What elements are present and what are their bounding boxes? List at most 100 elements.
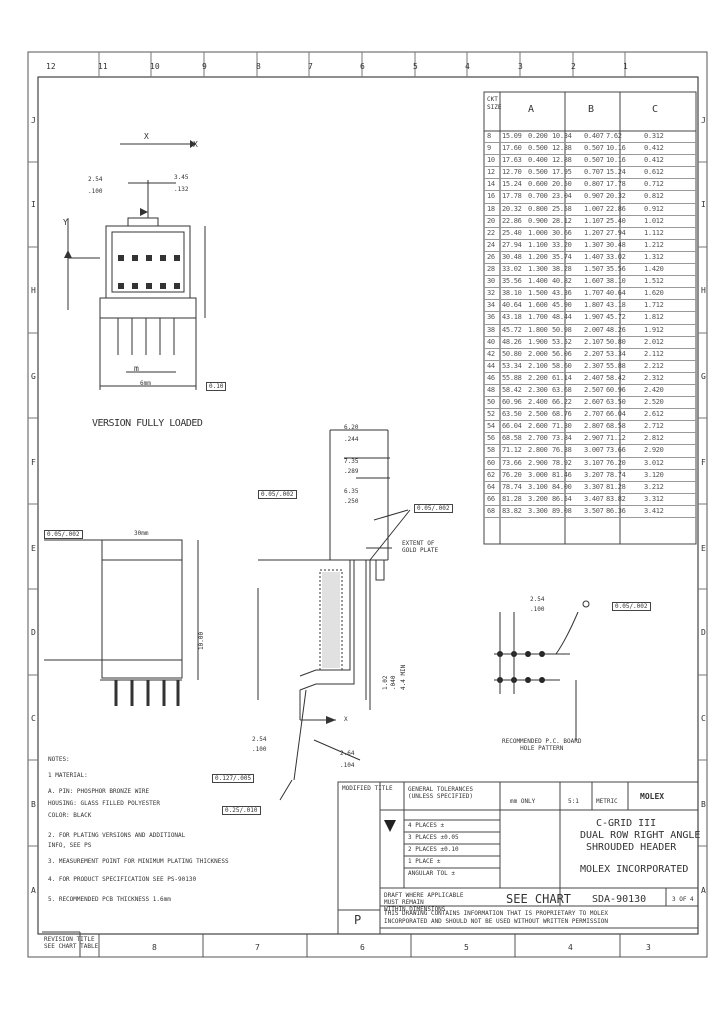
tolerance-frame-4: 0.127/.005 — [212, 774, 255, 783]
table-cell: 33.02 — [606, 252, 626, 261]
table-cell: 27.94 — [502, 240, 522, 249]
dim-104: .104 — [340, 762, 355, 769]
table-cell: 40.82 — [552, 277, 572, 286]
border-row-C: C — [31, 714, 36, 723]
table-header-a: A — [528, 104, 535, 115]
table-cell: 58.42 — [606, 373, 626, 382]
table-cell: 25.58 — [552, 204, 572, 213]
note-line: INFO, SEE PS — [48, 842, 92, 849]
table-cell: 2.000 — [528, 349, 548, 358]
border-col-10: 10 — [150, 62, 160, 71]
table-header-b: B — [588, 104, 595, 115]
table-cell: 0.707 — [584, 168, 604, 177]
table-cell: 43.36 — [552, 289, 572, 298]
table-cell: 1.300 — [528, 265, 548, 274]
table-cell: 2.212 — [644, 361, 664, 370]
table-cell: 48.26 — [606, 325, 626, 334]
table-cell: 12.88 — [552, 156, 572, 165]
table-cell: 15.09 — [502, 132, 522, 140]
table-cell: 0.500 — [528, 168, 548, 177]
table-cell: 0.412 — [644, 144, 664, 153]
table-cell: 3.012 — [644, 458, 664, 467]
scale-value: 5:1 — [568, 798, 579, 805]
border-col-12: 12 — [46, 62, 56, 71]
border-row-A-right: A — [701, 886, 706, 895]
border-col-11: 11 — [98, 62, 108, 71]
table-cell: 34 — [487, 301, 495, 310]
table-cell: 84.00 — [552, 482, 572, 491]
border-bottom-5: 5 — [464, 943, 469, 952]
view-x-mark: X — [344, 716, 348, 723]
table-cell: 2.300 — [528, 385, 548, 394]
note-line: HOUSING: GLASS FILLED POLYESTER — [48, 800, 160, 807]
table-cell: 14 — [487, 180, 495, 189]
table-cell: 27.94 — [606, 228, 626, 237]
table-cell: 1.900 — [528, 337, 548, 346]
table-cell: 62 — [487, 470, 495, 479]
dim-6mm: 6mm — [140, 380, 151, 387]
table-cell: 0.312 — [644, 132, 664, 140]
table-cell: 17.60 — [502, 144, 522, 153]
table-cell: 56 — [487, 434, 495, 443]
table-cell: 1.607 — [584, 277, 604, 286]
table-cell: 1.707 — [584, 289, 604, 298]
border-row-I-right: I — [701, 200, 706, 209]
table-cell: 2.807 — [584, 422, 604, 431]
dim-2-54: 2.54 — [88, 176, 103, 183]
note-line: 5. RECOMMENDED PCB THICKNESS 1.6mm — [48, 896, 171, 903]
table-cell: 76.20 — [502, 470, 522, 479]
dim-10-00: 10.00 — [198, 631, 205, 650]
table-cell: 17.78 — [606, 180, 626, 189]
table-cell: 50 — [487, 398, 495, 407]
table-cell: 43.18 — [502, 313, 522, 322]
table-cell: 0.912 — [644, 204, 664, 213]
tolerance-frame-3: 0.05/.002 — [414, 504, 453, 513]
border-col-2: 2 — [571, 62, 576, 71]
table-cell: 16 — [487, 192, 495, 201]
table-cell: 89.08 — [552, 506, 572, 515]
table-cell: 64 — [487, 482, 495, 491]
border-bottom-6: 6 — [360, 943, 365, 952]
border-col-5: 5 — [413, 62, 418, 71]
dim-4-4-min: 4.4 MIN — [400, 664, 407, 690]
border-row-F-right: F — [701, 458, 706, 467]
table-cell: 26 — [487, 252, 495, 261]
border-bottom-8: 8 — [152, 943, 157, 952]
table-cell: 17.63 — [502, 156, 522, 165]
table-cell: 1.507 — [584, 265, 604, 274]
general-tolerances-label: GENERAL TOLERANCES (UNLESS SPECIFIED) — [408, 786, 474, 800]
table-cell: 60.96 — [502, 398, 522, 407]
table-cell: 1.307 — [584, 240, 604, 249]
table-cell: 3.120 — [644, 470, 664, 479]
table-header-ckt: CKT SIZE — [487, 96, 502, 111]
table-cell: 0.507 — [584, 156, 604, 165]
table-cell: 1.312 — [644, 252, 664, 261]
table-cell: 0.412 — [644, 156, 664, 165]
table-cell: 61.14 — [552, 373, 572, 382]
table-cell: 3.000 — [528, 470, 548, 479]
table-cell: 40.64 — [606, 289, 626, 298]
table-cell: 2.207 — [584, 349, 604, 358]
table-cell: 66.04 — [606, 410, 626, 419]
table-cell: 23.04 — [552, 192, 572, 201]
table-cell: 3.100 — [528, 482, 548, 491]
table-cell: 0.507 — [584, 144, 604, 153]
table-cell: 63.50 — [502, 410, 522, 419]
border-col-1: 1 — [623, 62, 628, 71]
angular-tol: ANGULAR TOL ± — [408, 870, 455, 877]
table-cell: 20.32 — [606, 192, 626, 201]
dim-132: .132 — [174, 186, 189, 193]
table-cell: 78.92 — [552, 458, 572, 467]
table-cell: 2.700 — [528, 434, 548, 443]
places-4: 4 PLACES ± — [408, 822, 445, 829]
